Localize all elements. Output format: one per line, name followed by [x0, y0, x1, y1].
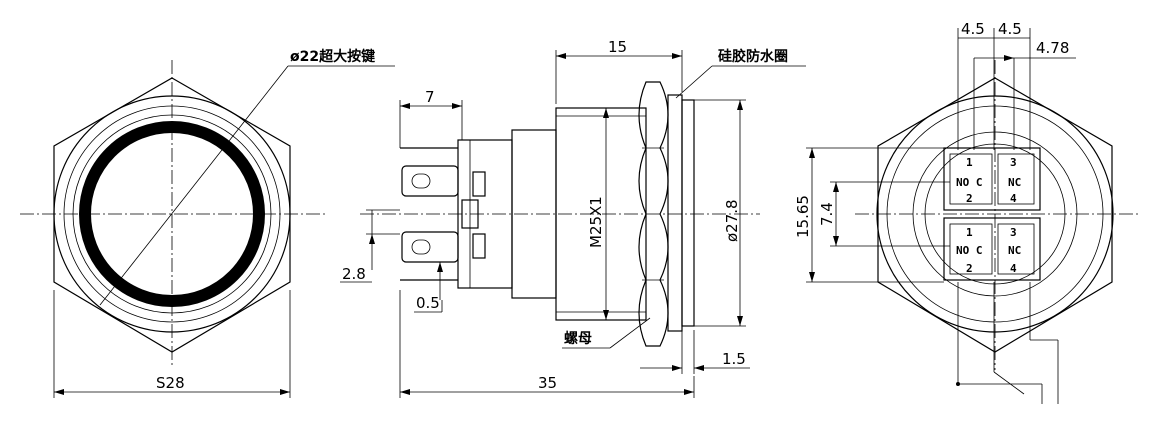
across-flats-dim: S28	[156, 374, 185, 392]
rear-view: 1 3 NO C NC 2 4 3 1 NO C NC 2 4 4.5 4.5 …	[794, 20, 1140, 404]
svg-text:1: 1	[966, 226, 973, 239]
nut	[638, 81, 669, 347]
gasket	[667, 94, 683, 332]
svg-text:NC: NC	[1008, 244, 1021, 257]
rear-dim-a: 4.5	[961, 20, 985, 38]
svg-text:4: 4	[1010, 192, 1017, 205]
rear-dim-b: 4.5	[998, 20, 1022, 38]
lower-switch-block	[943, 217, 1041, 281]
svg-text:3: 3	[1010, 156, 1017, 169]
panel-dim: 1.5	[722, 350, 746, 368]
svg-text:NO C: NO C	[956, 244, 983, 257]
svg-text:1: 1	[966, 156, 973, 169]
svg-text:4: 4	[1010, 262, 1017, 275]
button-diameter-label: ø22超大按键	[290, 48, 376, 65]
rear-height-inner: 7.4	[818, 202, 836, 226]
svg-text:2: 2	[966, 192, 973, 205]
svg-text:2: 2	[966, 262, 973, 275]
front-view: ø22超大按键 S28	[20, 48, 395, 398]
thread-dim: M25X1	[587, 196, 605, 248]
total-length-dim: 35	[538, 374, 557, 392]
svg-text:NO C: NO C	[956, 176, 983, 189]
pin-thickness-dim: 0.5	[416, 294, 440, 312]
gasket-label: 硅胶防水圈	[718, 48, 788, 65]
svg-text:3: 3	[1010, 226, 1017, 239]
nut-label: 螺母	[564, 330, 592, 347]
bezel-flange	[681, 99, 695, 327]
side-view: 7 15 硅胶防水圈 M25X1 ø27.8 2.8	[340, 38, 806, 398]
upper-switch-block	[943, 147, 1041, 211]
pin-pitch-dim: 2.8	[342, 265, 366, 283]
diameter-dim: ø27.8	[723, 199, 741, 242]
svg-text:NC: NC	[1008, 176, 1021, 189]
terminals	[400, 147, 486, 281]
pin-width-dim: 7	[425, 88, 435, 106]
rear-height-outer: 15.65	[794, 195, 812, 238]
depth-dim: 15	[608, 38, 627, 56]
rear-dim-c: 4.78	[1036, 39, 1069, 57]
